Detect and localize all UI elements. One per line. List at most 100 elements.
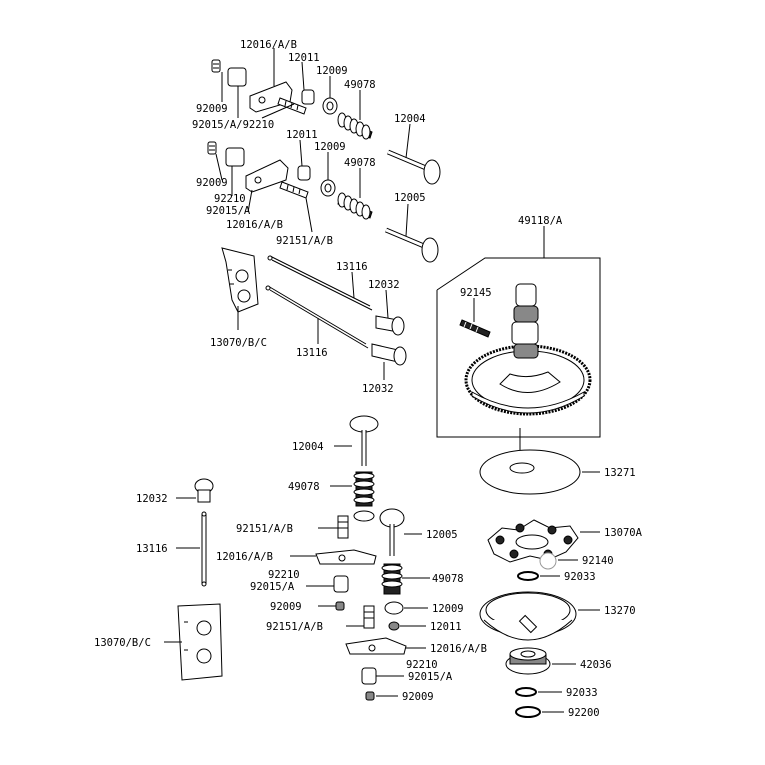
label-12016ab-top: 12016/A/B: [240, 39, 297, 51]
retainer-12009-lower: [384, 601, 404, 615]
pushrods-13116-upper: [265, 255, 373, 349]
label-92009-c: 92009: [270, 601, 302, 613]
governor-sleeve-42036: [505, 647, 551, 675]
rocker-stud-top: [277, 97, 307, 115]
tappet-12032-upper-b: [371, 343, 407, 366]
leader-lines: [164, 48, 600, 713]
valve-12004-lower: [349, 415, 379, 466]
label-12016ab-d: 12016/A/B: [430, 643, 487, 655]
pushrod-13116-lower: [201, 511, 207, 587]
label-12032-a: 12032: [368, 279, 400, 291]
valve-spring-49078-lower-right: [381, 563, 403, 595]
label-92151ab-b: 92151/A/B: [236, 523, 293, 535]
label-92210-b: 92210: [268, 569, 300, 581]
label-12009-b: 12009: [314, 141, 346, 153]
rocker-stud-92151-lower-b: [363, 605, 375, 629]
label-92210-c: 92210: [406, 659, 438, 671]
label-12016ab-c: 12016/A/B: [216, 551, 273, 563]
rocker-assembly-top: [211, 59, 441, 185]
valve-12005-top: [385, 227, 439, 263]
tappet-guide-13070bc-upper: [221, 247, 259, 313]
label-13070bc-a: 13070/B/C: [210, 337, 267, 349]
retainer-lower-left: [353, 510, 375, 522]
label-92015a-c: 92015/A: [408, 671, 453, 683]
label-92200: 92200: [568, 707, 600, 719]
spring-pin-92145: [459, 319, 491, 338]
label-92009-b: 92009: [196, 177, 228, 189]
rocker-stud-second: [279, 181, 309, 199]
label-92015a-a: 92015/A: [206, 205, 251, 217]
label-12009-a: 12009: [316, 65, 348, 77]
governor-plate-13070a: [487, 519, 579, 563]
governor-cup-13270: [479, 591, 577, 641]
pivot-nut-second: [225, 147, 245, 167]
label-92009-d: 92009: [402, 691, 434, 703]
washer-13271: [479, 449, 581, 495]
cap-12011-lower: [388, 621, 400, 631]
label-92009-a: 92009: [196, 103, 228, 115]
label-12011-b: 12011: [286, 129, 318, 141]
label-49078-b: 49078: [344, 157, 376, 169]
label-12005-b: 12005: [426, 529, 458, 541]
label-92033-b: 92033: [566, 687, 598, 699]
adjust-spring-92009-top: [211, 59, 221, 73]
label-49078-a: 49078: [344, 79, 376, 91]
label-92033-a: 92033: [564, 571, 596, 583]
valve-spring-49078-second: [337, 192, 373, 220]
rocker-cap-12011-second: [297, 165, 311, 181]
spring-92009-lower-a: [335, 601, 345, 611]
tappet-12032-lower: [194, 478, 214, 503]
pivot-nut-lower-b: [361, 667, 377, 685]
tappet-12032-upper-a: [375, 315, 405, 336]
label-13116-c: 13116: [136, 543, 168, 555]
rocker-stud-92151-lower-a: [337, 515, 349, 539]
label-12032-c: 12032: [136, 493, 168, 505]
label-12011-c: 12011: [430, 621, 462, 633]
valve-spring-49078-top: [337, 112, 373, 140]
label-49078-d: 49078: [432, 573, 464, 585]
label-12032-b: 12032: [362, 383, 394, 395]
label-12005-a: 12005: [394, 192, 426, 204]
rocker-assembly-second: [207, 141, 439, 263]
label-49078-c: 49078: [288, 481, 320, 493]
label-92210-a: 92210: [214, 193, 246, 205]
circlip-92033-upper: [517, 571, 539, 581]
ball-92140: [539, 552, 557, 570]
label-92140: 92140: [582, 555, 614, 567]
valve-12004-top: [387, 149, 441, 185]
label-49118a: 49118/A: [518, 215, 563, 227]
rocker-arm-lower-b: [345, 637, 407, 655]
camshaft-assembly-49118a: [436, 257, 601, 468]
label-12004-a: 12004: [394, 113, 426, 125]
label-12004-b: 12004: [292, 441, 324, 453]
pivot-nut-top: [227, 67, 247, 87]
label-92145: 92145: [460, 287, 492, 299]
valve-spring-49078-lower-left: [353, 471, 375, 507]
label-13070a: 13070A: [604, 527, 643, 539]
label-92151ab-c: 92151/A/B: [266, 621, 323, 633]
circlip-92033-lower: [515, 687, 537, 697]
label-13271: 13271: [604, 467, 636, 479]
label-13270: 13270: [604, 605, 636, 617]
part-labels: 12016/A/B 12011 12009 49078 92009 92015/…: [94, 39, 643, 719]
rocker-arm-second: [245, 159, 289, 193]
rocker-cap-12011-top: [301, 89, 315, 105]
label-13070bc-b: 13070/B/C: [94, 637, 151, 649]
label-92015a-92210: 92015/A/92210: [192, 119, 274, 131]
label-12011-a: 12011: [288, 52, 320, 64]
pivot-nut-lower-a: [333, 575, 349, 593]
valve-12005-lower: [379, 508, 405, 556]
label-42036: 42036: [580, 659, 612, 671]
adjust-spring-92009-second: [207, 141, 217, 155]
label-13116-b: 13116: [296, 347, 328, 359]
label-12009-c: 12009: [432, 603, 464, 615]
washer-92200: [515, 706, 541, 718]
label-13116-a: 13116: [336, 261, 368, 273]
spring-92009-lower-b: [365, 691, 375, 701]
label-12016ab-b: 12016/A/B: [226, 219, 283, 231]
rocker-arm-lower-a: [315, 549, 377, 565]
label-92015a-b: 92015/A: [250, 581, 295, 593]
tappet-guide-13070bc-lower: [177, 603, 223, 681]
label-92151ab-a: 92151/A/B: [276, 235, 333, 247]
